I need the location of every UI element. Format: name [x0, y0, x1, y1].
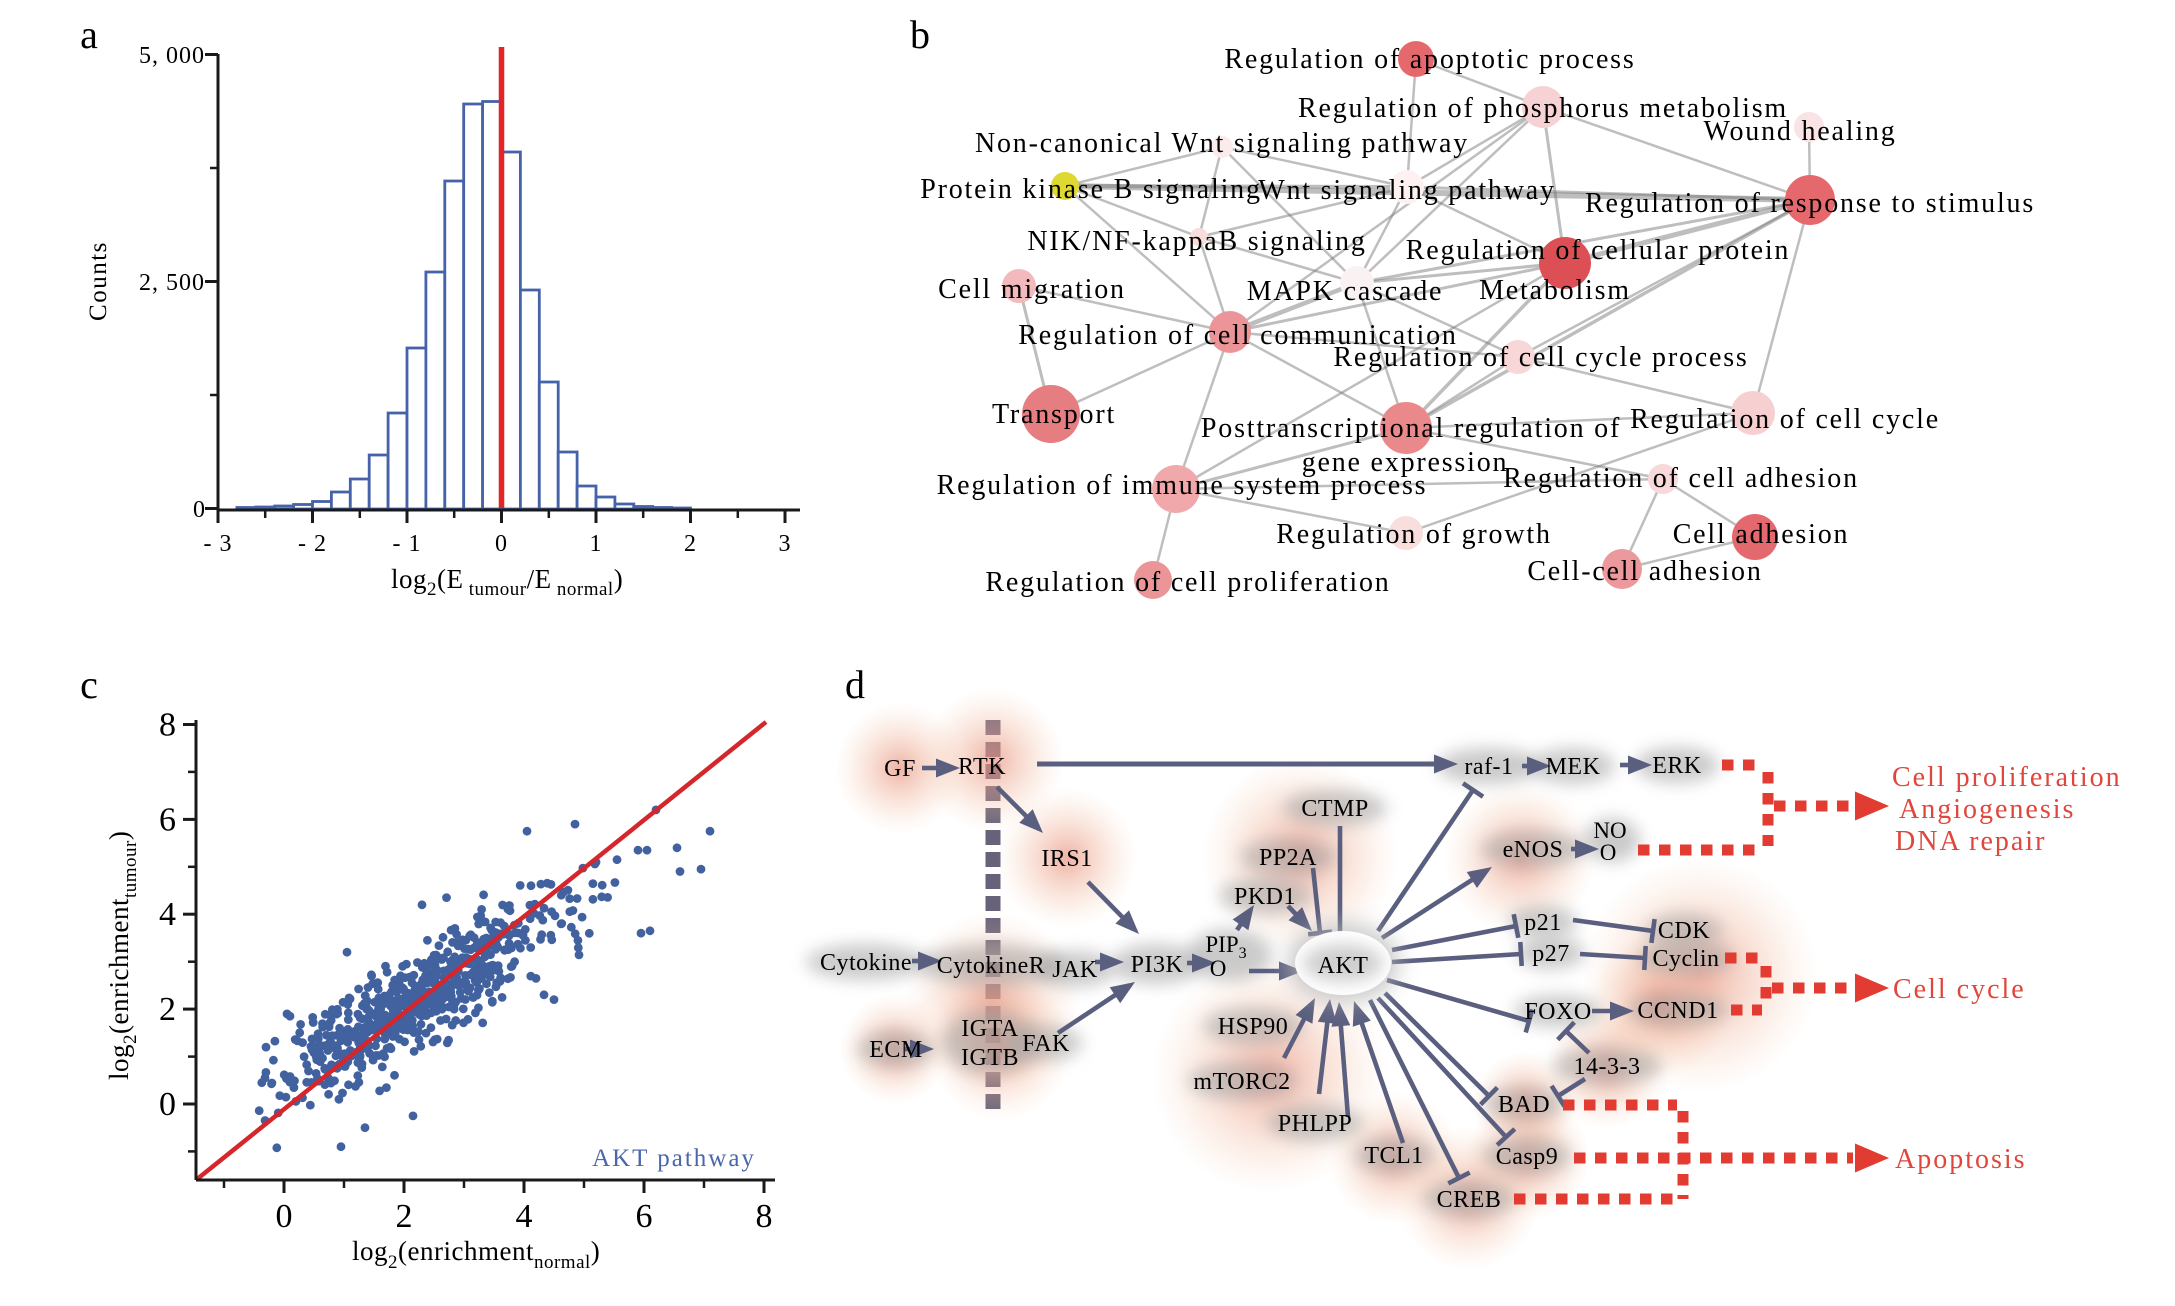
svg-text:3: 3: [779, 531, 792, 557]
svg-text:AKT: AKT: [1318, 953, 1369, 979]
svg-text:Cell adhesion: Cell adhesion: [1673, 519, 1850, 550]
svg-text:Cyclin: Cyclin: [1653, 946, 1720, 972]
svg-text:c: c: [80, 662, 98, 707]
svg-text:2: 2: [159, 991, 176, 1028]
svg-text:gene expression: gene expression: [1302, 447, 1509, 478]
svg-text:Cell cycle: Cell cycle: [1893, 974, 2026, 1005]
svg-text:1: 1: [590, 531, 603, 557]
svg-text:NO: NO: [1593, 818, 1626, 843]
svg-text:CytokineR: CytokineR: [937, 953, 1046, 979]
svg-text:2: 2: [396, 1198, 413, 1235]
svg-text:Regulation of phosphorus metab: Regulation of phosphorus metabolism: [1298, 93, 1788, 124]
svg-text:2: 2: [684, 531, 697, 557]
svg-text:- 3: - 3: [204, 531, 233, 557]
svg-text:PHLPP: PHLPP: [1278, 1111, 1353, 1137]
svg-text:a: a: [80, 12, 98, 57]
svg-text:Angiogenesis: Angiogenesis: [1899, 794, 2075, 825]
svg-text:IGTB: IGTB: [961, 1045, 1019, 1071]
svg-text:Regulation of response to stim: Regulation of response to stimulus: [1585, 188, 2035, 219]
svg-text:CCND1: CCND1: [1637, 998, 1718, 1024]
svg-text:BAD: BAD: [1498, 1092, 1550, 1118]
svg-text:PI3K: PI3K: [1131, 952, 1184, 978]
svg-text:CTMP: CTMP: [1301, 796, 1368, 822]
svg-text:p27: p27: [1532, 941, 1570, 967]
svg-text:Cell proliferation: Cell proliferation: [1892, 762, 2122, 793]
svg-text:Cytokine: Cytokine: [820, 950, 912, 976]
svg-text:p21: p21: [1524, 910, 1562, 936]
svg-text:PP2A: PP2A: [1259, 845, 1317, 871]
svg-text:FOXO: FOXO: [1524, 999, 1591, 1025]
svg-text:4: 4: [516, 1198, 533, 1235]
svg-text:Regulation of immune system pr: Regulation of immune system process: [937, 470, 1428, 501]
svg-text:GF: GF: [884, 756, 916, 782]
svg-text:HSP90: HSP90: [1218, 1014, 1289, 1040]
svg-text:0: 0: [276, 1198, 293, 1235]
svg-text:Transport: Transport: [992, 399, 1116, 430]
svg-text:O: O: [1210, 956, 1227, 981]
svg-text:log2(E tumour/E normal): log2(E tumour/E normal): [391, 564, 623, 600]
svg-text:4: 4: [159, 896, 176, 933]
svg-text:Regulation of cell proliferati: Regulation of cell proliferation: [985, 567, 1390, 598]
svg-text:Wnt signaling pathway: Wnt signaling pathway: [1258, 175, 1556, 206]
svg-text:Wound healing: Wound healing: [1704, 116, 1897, 147]
svg-text:Apoptosis: Apoptosis: [1895, 1144, 2027, 1175]
svg-text:O: O: [1600, 840, 1617, 865]
svg-text:b: b: [910, 12, 930, 57]
svg-text:Posttranscriptional regulation: Posttranscriptional regulation of: [1201, 413, 1621, 444]
svg-text:DNA repair: DNA repair: [1895, 826, 2046, 857]
svg-text:Regulation of cellular protein: Regulation of cellular protein: [1406, 235, 1790, 266]
svg-text:JAK: JAK: [1052, 957, 1098, 983]
svg-text:eNOS: eNOS: [1503, 837, 1564, 863]
svg-text:NIK/NF-kappaB signaling: NIK/NF-kappaB signaling: [1027, 226, 1366, 257]
svg-text:6: 6: [636, 1198, 653, 1235]
svg-text:Regulation of cell communicati: Regulation of cell communication: [1018, 320, 1457, 351]
svg-text:raf-1: raf-1: [1464, 754, 1513, 780]
svg-text:Counts: Counts: [85, 241, 112, 321]
svg-text:Regulation of cell adhesion: Regulation of cell adhesion: [1503, 463, 1859, 494]
svg-text:IRS1: IRS1: [1041, 846, 1092, 872]
svg-text:mTORC2: mTORC2: [1193, 1069, 1290, 1095]
svg-text:d: d: [845, 662, 865, 707]
svg-text:2, 500: 2, 500: [139, 270, 205, 296]
svg-text:Metabolism: Metabolism: [1479, 275, 1631, 306]
svg-text:0: 0: [159, 1086, 176, 1123]
svg-text:CREB: CREB: [1437, 1187, 1502, 1213]
svg-text:ECM: ECM: [869, 1037, 923, 1063]
svg-text:5, 000: 5, 000: [139, 43, 205, 69]
svg-text:0: 0: [193, 497, 205, 523]
svg-text:Cell-cell adhesion: Cell-cell adhesion: [1527, 556, 1762, 587]
svg-text:Cell migration: Cell migration: [938, 274, 1126, 305]
svg-text:ERK: ERK: [1652, 753, 1702, 779]
svg-text:PKD1: PKD1: [1234, 884, 1296, 910]
svg-text:- 2: - 2: [298, 531, 327, 557]
svg-text:0: 0: [495, 531, 508, 557]
svg-text:MAPK cascade: MAPK cascade: [1247, 276, 1444, 307]
svg-text:CDK: CDK: [1658, 918, 1710, 944]
svg-text:Regulation of growth: Regulation of growth: [1276, 519, 1552, 550]
svg-text:Casp9: Casp9: [1496, 1144, 1559, 1170]
svg-text:TCL1: TCL1: [1364, 1143, 1423, 1169]
svg-text:- 1: - 1: [393, 531, 422, 557]
svg-text:Protein kinase B signaling: Protein kinase B signaling: [920, 174, 1262, 205]
svg-text:8: 8: [756, 1198, 773, 1235]
svg-text:Regulation of apoptotic proces: Regulation of apoptotic process: [1224, 44, 1635, 75]
svg-text:8: 8: [159, 706, 176, 743]
svg-text:MEK: MEK: [1546, 754, 1601, 780]
svg-text:Regulation of cell cycle: Regulation of cell cycle: [1630, 404, 1940, 435]
svg-text:Regulation of cell cycle proce: Regulation of cell cycle process: [1333, 342, 1748, 373]
svg-text:IGTA: IGTA: [961, 1016, 1019, 1042]
svg-text:14-3-3: 14-3-3: [1574, 1054, 1641, 1080]
svg-text:FAK: FAK: [1022, 1031, 1070, 1057]
svg-text:RTK: RTK: [958, 754, 1006, 780]
svg-text:AKT pathway: AKT pathway: [592, 1145, 756, 1172]
svg-text:Non-canonical Wnt signaling pa: Non-canonical Wnt signaling pathway: [975, 128, 1469, 159]
svg-text:6: 6: [159, 801, 176, 838]
